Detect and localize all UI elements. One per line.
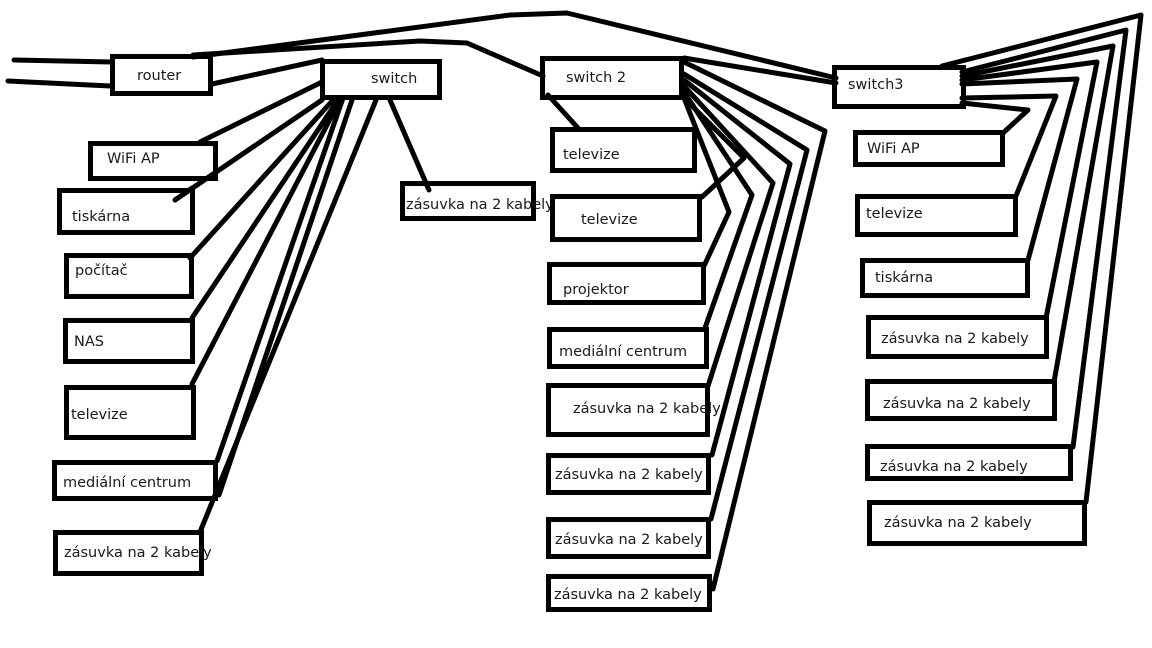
s3-zasuvka-node-4[interactable]: zásuvka na 2 kabely: [867, 500, 1087, 546]
cable-switch2-tv1: [545, 92, 581, 131]
s3-zasuvka-label-4: zásuvka na 2 kabely: [884, 515, 1032, 531]
s3-zasuvka-node-1[interactable]: zásuvka na 2 kabely: [866, 315, 1049, 359]
cable-switch3-socket1: [959, 59, 1100, 321]
s1-wifi-ap-node[interactable]: WiFi AP: [88, 141, 218, 181]
cable-switch2-media: [681, 89, 755, 331]
s2-televize-label-1: televize: [563, 147, 620, 163]
s1-televize-node[interactable]: televize: [64, 385, 196, 440]
switch-node[interactable]: switch: [320, 59, 442, 100]
s2-zasuvka-node-1[interactable]: zásuvka na 2 kabely: [546, 383, 721, 437]
s2-zasuvka-label-3: zásuvka na 2 kabely: [555, 532, 703, 548]
cable-switch-pocitac: [187, 97, 336, 261]
cable-switch3-socket4: [939, 12, 1144, 505]
s1-zasuvka-node-b[interactable]: zásuvka na 2 kabely: [400, 181, 554, 221]
router-node[interactable]: router: [110, 54, 213, 96]
cable-switch-televize: [189, 97, 343, 387]
s2-medialni-centrum-node[interactable]: mediální centrum: [547, 327, 709, 369]
s1-tiskarna-node[interactable]: tiskárna: [57, 188, 195, 235]
cable-switch3-televize: [959, 93, 1059, 199]
s2-zasuvka-node-2[interactable]: zásuvka na 2 kabely: [546, 453, 711, 495]
s2-zasuvka-node-4[interactable]: zásuvka na 2 kabely: [546, 574, 712, 612]
cable-switch2-socket2: [681, 77, 793, 458]
s3-wifi-ap-node[interactable]: WiFi AP: [853, 130, 1005, 167]
s2-projektor-label: projektor: [563, 282, 629, 298]
s1-televize-label: televize: [71, 407, 128, 423]
s1-pocitac-label: počítač: [75, 263, 128, 279]
cable-switch3-wifi: [959, 100, 1031, 136]
cable-router-switch: [209, 57, 325, 87]
cable-switch-nas: [189, 97, 341, 321]
cable-switch2-switch3: [681, 55, 839, 86]
cable-switch2-socket3: [681, 71, 810, 522]
switch3-label: switch3: [848, 77, 904, 93]
cable-uplink-1: [11, 57, 115, 65]
cable-switch3-socket3: [959, 27, 1129, 450]
cable-switch2-socket4: [681, 59, 828, 592]
s3-wifi-ap-label: WiFi AP: [867, 141, 920, 157]
s3-tiskarna-node[interactable]: tiskárna: [860, 258, 1030, 298]
cable-switch-socket-a: [197, 97, 379, 535]
s1-zasuvka-label-b: zásuvka na 2 kabely: [406, 197, 554, 213]
s1-tiskarna-label: tiskárna: [72, 209, 131, 225]
s3-zasuvka-label-3: zásuvka na 2 kabely: [880, 459, 1028, 475]
s2-zasuvka-label-2: zásuvka na 2 kabely: [555, 467, 703, 483]
switch2-label: switch 2: [566, 70, 627, 86]
cable-switch3-tiskarna: [959, 76, 1080, 263]
cable-router-switch3: [190, 10, 839, 81]
s1-zasuvka-node-a[interactable]: zásuvka na 2 kabely: [53, 530, 212, 576]
cable-switch3-socket2: [959, 43, 1116, 385]
cable-switch-wifi: [197, 79, 325, 145]
cable-router-switch2: [190, 38, 546, 79]
s2-zasuvka-label-1: zásuvka na 2 kabely: [573, 401, 721, 417]
s2-zasuvka-label-4: zásuvka na 2 kabely: [554, 587, 702, 603]
switch2-node[interactable]: switch 2: [540, 56, 684, 100]
s1-nas-label: NAS: [74, 334, 104, 350]
s3-televize-node[interactable]: televize: [855, 194, 1018, 237]
s3-televize-label: televize: [866, 206, 923, 222]
s1-wifi-ap-label: WiFi AP: [107, 151, 160, 167]
s2-televize-node-2[interactable]: televize: [550, 194, 702, 242]
s1-medialni-centrum-node[interactable]: mediální centrum: [52, 460, 218, 501]
s3-zasuvka-label-1: zásuvka na 2 kabely: [881, 331, 1029, 347]
s2-televize-label-2: televize: [581, 212, 638, 228]
s1-medialni-centrum-label: mediální centrum: [63, 475, 192, 491]
s1-nas-node[interactable]: NAS: [63, 318, 195, 364]
s2-projektor-node[interactable]: projektor: [547, 262, 706, 305]
s3-tiskarna-label: tiskárna: [875, 270, 934, 286]
switch-label: switch: [371, 71, 418, 87]
s2-zasuvka-node-3[interactable]: zásuvka na 2 kabely: [546, 517, 711, 559]
cable-uplink-2: [5, 78, 113, 89]
cable-switch2-socket1: [681, 83, 776, 389]
cable-switch2-projektor: [681, 95, 732, 269]
s3-zasuvka-node-2[interactable]: zásuvka na 2 kabely: [865, 379, 1057, 421]
cable-switch-zasuvka: [387, 97, 432, 193]
s1-zasuvka-label-a: zásuvka na 2 kabely: [64, 545, 212, 561]
s3-zasuvka-node-3[interactable]: zásuvka na 2 kabely: [865, 444, 1073, 481]
s2-medialni-centrum-label: mediální centrum: [559, 344, 688, 360]
switch3-node[interactable]: switch3: [832, 65, 966, 109]
router-label: router: [137, 68, 182, 84]
cable-switch-media: [214, 95, 346, 464]
s2-televize-node-1[interactable]: televize: [550, 127, 697, 173]
s3-zasuvka-label-2: zásuvka na 2 kabely: [883, 396, 1031, 412]
s1-pocitac-node[interactable]: počítač: [64, 253, 194, 299]
